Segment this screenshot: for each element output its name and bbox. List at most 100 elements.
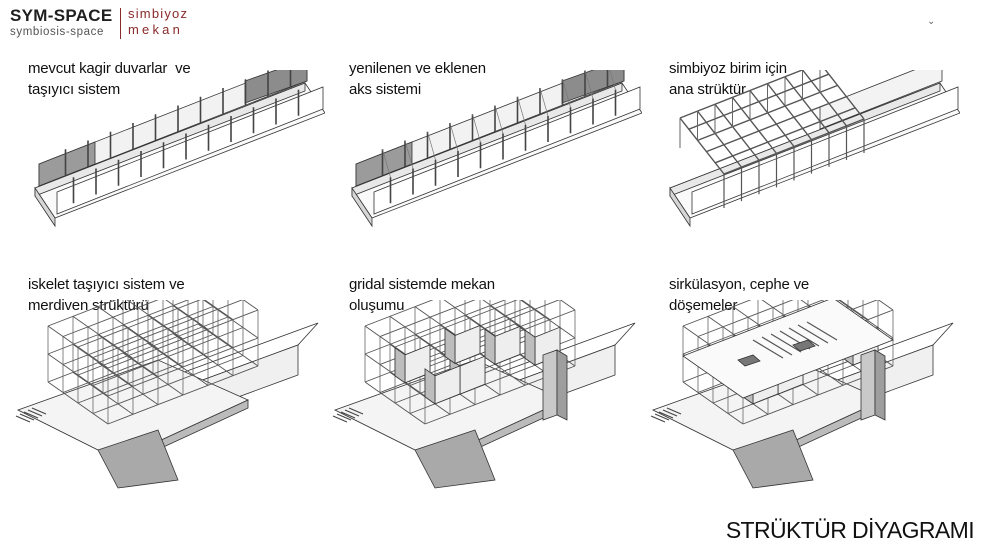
wall-back: [373, 86, 641, 215]
panel-caption-6: sirkülasyon, cephe ve döşemeler: [669, 274, 809, 316]
diagram-line: [688, 73, 830, 130]
caption-line2: taşıyıcı sistem: [28, 81, 121, 98]
caption-line2: döşemeler: [669, 297, 738, 314]
slab-front: [669, 82, 941, 197]
diagram-line: [19, 413, 35, 421]
diagram-line: [679, 117, 725, 175]
diagram-line: [877, 300, 894, 311]
stair-shadow: [732, 429, 814, 489]
diagram-line: [382, 149, 391, 178]
volume-face: [494, 325, 521, 365]
tower-side: [874, 349, 886, 421]
diagram-line: [332, 415, 348, 423]
slab-side: [351, 186, 373, 228]
diagram-line: [15, 415, 31, 423]
panel-caption-1: mevcut kagir duvarlar ve taşıyıcı sistem: [28, 58, 191, 100]
diagram-line: [761, 336, 793, 356]
logo: SYM-SPACE symbiosis-space simbiyoz mekan: [10, 6, 188, 39]
panel-caption-4: iskelet taşıyıcı sistem ve merdiven strü…: [28, 274, 185, 316]
diagram-line: [340, 411, 356, 419]
diagram-line: [770, 333, 802, 353]
caption-line2: merdiven strüktürü: [28, 297, 149, 314]
void: [737, 354, 761, 367]
caption-line1: sirkülasyon, cephe ve: [669, 276, 810, 293]
caption-line1: simbiyoz birim için: [669, 60, 787, 77]
diagram-line: [714, 107, 856, 164]
diagram-line: [427, 131, 436, 160]
logo-subtitle: symbiosis-space: [10, 26, 104, 38]
caption-line1: gridal sistemde mekan: [349, 276, 495, 293]
logo-right: simbiyoz mekan: [128, 6, 188, 39]
diagram-line: [31, 407, 47, 415]
slab-front: [34, 82, 306, 197]
diagram-line: [723, 118, 865, 175]
panel-caption-2: yenilenen ve eklenen aks sistemi: [349, 58, 486, 100]
logo-left: SYM-SPACE symbiosis-space: [10, 6, 113, 39]
diagram-line: [662, 409, 678, 417]
diagram-line: [714, 103, 760, 161]
diagram-line: [752, 339, 784, 359]
diagram-title: STRÜKTÜR DİYAGRAMI: [725, 517, 975, 543]
stair-shadow: [97, 429, 179, 489]
diagram-line: [801, 70, 848, 127]
diagram-axis-system: [351, 70, 642, 228]
diagram-line: [784, 76, 830, 134]
diagram-line: [404, 140, 414, 169]
diagram-line: [242, 300, 259, 311]
caption-line1: mevcut kagir duvarlar ve: [28, 60, 191, 77]
diagram-line: [839, 300, 869, 321]
tower: [542, 349, 558, 421]
diagram-line: [336, 413, 352, 421]
slab-side: [669, 186, 691, 228]
diagram-line: [650, 415, 666, 423]
volume-side: [444, 327, 456, 365]
volume-side: [424, 368, 436, 405]
logo-right-line2: mekan: [128, 22, 184, 37]
diagram-line: [797, 324, 829, 344]
diagram-line: [824, 70, 865, 120]
caption-line2: oluşumu: [349, 297, 405, 314]
diagram-grid-spaces: [332, 300, 636, 489]
volume-side: [524, 329, 536, 366]
diagram-line: [517, 96, 526, 125]
caption-line1: yenilenen ve eklenen: [349, 60, 486, 77]
caption-line1: iskelet taşıyıcı sistem ve: [28, 276, 185, 293]
diagram-line: [539, 87, 549, 117]
diagram-line: [788, 327, 820, 347]
diagram-line: [666, 407, 682, 415]
volume-face: [454, 324, 481, 365]
wall-back: [56, 86, 324, 215]
diagram-line: [559, 300, 576, 311]
logo-right-line1: simbiyoz: [128, 6, 189, 21]
wall-long: [819, 70, 943, 130]
diagram-line: [472, 114, 481, 143]
caption-line2: aks sistemi: [349, 81, 421, 98]
diagram-line: [654, 413, 670, 421]
diagram-line: [521, 300, 551, 321]
diagram-line: [204, 300, 234, 321]
diagram-line: [348, 407, 364, 415]
diagram-line: [23, 411, 39, 419]
diagram-line: [494, 105, 504, 134]
chevron-down-icon: ⌄: [927, 16, 936, 27]
diagram-line: [706, 95, 847, 153]
diagram-main-structure: [669, 70, 960, 228]
void: [792, 339, 816, 352]
stair-shadow: [414, 429, 496, 489]
diagram-line: [27, 409, 43, 417]
diagram-line: [696, 110, 743, 168]
diagram-existing-walls: [34, 70, 325, 228]
diagram-line: [449, 122, 459, 152]
diagram-line: [584, 70, 594, 99]
tower-side: [556, 349, 568, 421]
slab-side: [34, 186, 56, 228]
volume-side: [394, 347, 406, 384]
diagram-line: [749, 90, 795, 147]
diagram-circulation-facade: [650, 300, 954, 489]
slab-front: [351, 82, 623, 197]
logo-divider: [119, 8, 122, 39]
diagram-line: [806, 321, 838, 341]
diagram-line: [766, 83, 813, 141]
panel-caption-5: gridal sistemde mekan oluşumu: [349, 274, 495, 316]
logo-title: SYM-SPACE: [10, 6, 113, 25]
